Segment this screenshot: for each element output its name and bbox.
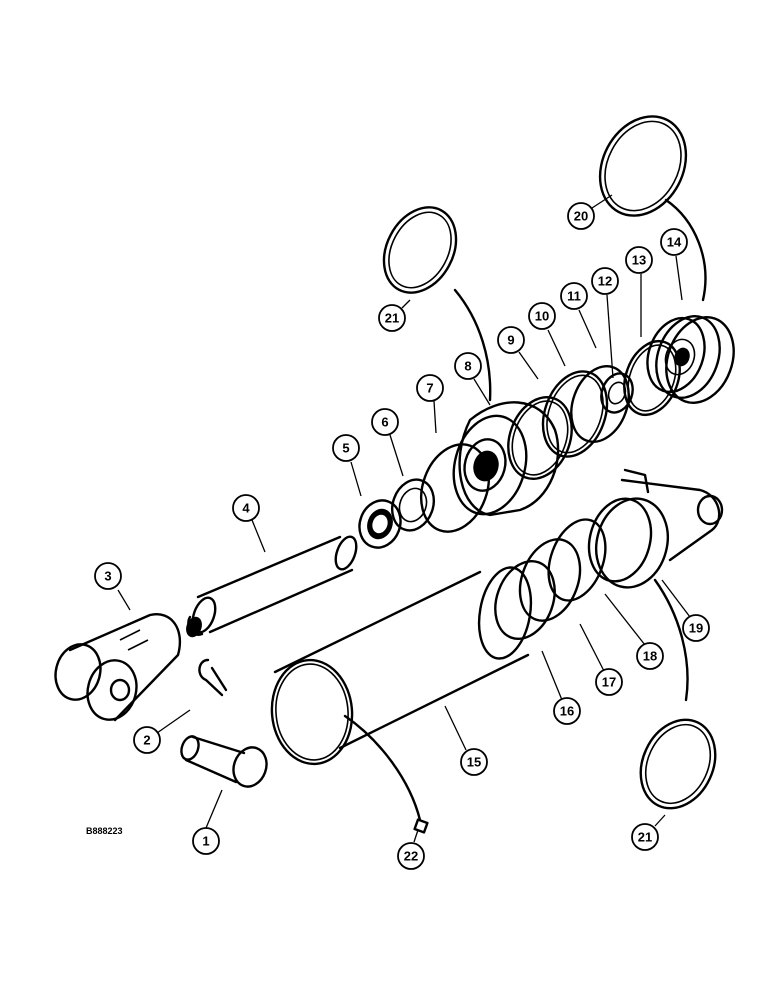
callout-15: 15 [460,748,488,776]
svg-text:20: 20 [574,209,588,224]
svg-text:11: 11 [567,289,581,304]
callout-1: 1 [192,827,220,855]
callout-19: 19 [682,614,710,642]
svg-text:10: 10 [535,309,549,324]
svg-text:6: 6 [381,415,388,430]
svg-text:21: 21 [638,830,652,845]
callout-8: 8 [454,352,482,380]
part-19-base [587,468,724,702]
callout-10: 10 [528,302,556,330]
part-22-fitting [413,818,429,834]
part-4-rod [186,535,358,638]
part-6-wiper [391,478,435,532]
callout-6: 6 [371,408,399,436]
svg-text:15: 15 [467,755,481,770]
svg-text:5: 5 [342,441,349,456]
callout-4: 4 [232,494,260,522]
callout-16: 16 [553,697,581,725]
svg-text:2: 2 [143,733,150,748]
svg-text:8: 8 [464,359,471,374]
callout-2: 2 [133,726,161,754]
svg-text:19: 19 [689,621,703,636]
svg-text:16: 16 [560,704,574,719]
part-18-snap-ring [547,518,607,602]
part-1-pin [180,735,268,788]
svg-text:17: 17 [602,675,616,690]
svg-text:3: 3 [104,569,111,584]
part-3-clevis [54,613,182,722]
leader-lines [117,194,691,843]
part-2-hair-pin [198,658,228,697]
callout-20: 20 [567,202,595,230]
callout-11: 11 [560,282,588,310]
part-16-ring [494,560,556,640]
part-7-snap-ring [420,443,490,533]
part-20-o-ring [598,115,707,302]
callout-3: 3 [94,562,122,590]
svg-text:14: 14 [667,235,682,250]
callout-9: 9 [497,326,525,354]
part-9-ring [507,396,573,480]
part-17-ring [518,538,582,622]
callout-7: 7 [416,374,444,402]
svg-text:12: 12 [598,274,612,289]
svg-text:4: 4 [242,501,250,516]
svg-text:7: 7 [426,381,433,396]
reference-code: B888223 [86,826,123,836]
callout-21-lower: 21 [631,823,659,851]
part-8-gland [452,401,560,517]
callout-21-upper: 21 [378,304,406,332]
part-15-barrel [270,566,533,822]
callout-17: 17 [595,668,623,696]
part-21-o-ring-lower [639,718,717,810]
callout-14: 14 [660,228,688,256]
svg-text:9: 9 [507,333,514,348]
part-13-ring [623,340,681,416]
svg-text:18: 18 [643,649,657,664]
part-21-o-ring-upper [382,206,492,402]
callout-5: 5 [332,434,360,462]
callout-22: 22 [397,842,425,870]
callout-12: 12 [591,267,619,295]
callout-18: 18 [636,642,664,670]
svg-text:22: 22 [404,849,418,864]
svg-text:1: 1 [202,834,209,849]
part-14-piston [646,315,735,404]
part-5-seal [358,499,402,549]
callout-13: 13 [625,246,653,274]
part-11-ring [570,365,630,443]
svg-text:21: 21 [385,311,399,326]
svg-text:13: 13 [632,253,646,268]
